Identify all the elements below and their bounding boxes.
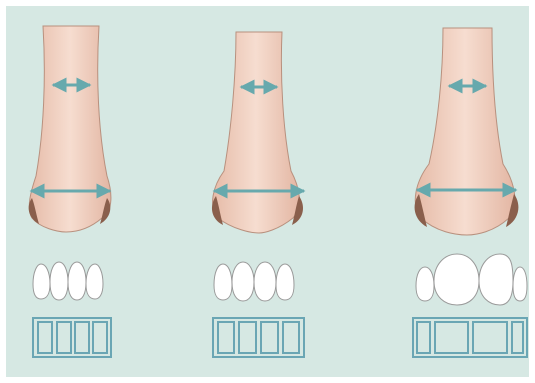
tooth-lateral-left [33,264,50,299]
diagram-panel [6,6,529,377]
tooth-central-left [50,262,68,300]
tooth-central-right [254,262,276,301]
proportion-boxes-medium [213,318,304,357]
tooth-central-right [68,262,86,300]
tooth-lateral-right [86,264,103,299]
nose-teeth-proportion-diagram [6,6,529,377]
tooth-row-narrow [33,262,103,300]
nose-medium [213,32,300,233]
tooth-lateral-right [513,267,527,301]
tooth-lateral-left [416,267,434,301]
nose-narrow [29,26,111,232]
tooth-central-left [434,254,479,305]
tooth-row-wide [416,254,527,305]
column-wide [413,28,527,357]
column-narrow [29,26,111,357]
proportion-boxes-wide [413,318,527,357]
tooth-lateral-right [276,264,294,300]
tooth-central-left [232,262,254,301]
tooth-row-medium [214,262,294,301]
proportion-boxes-narrow [33,318,111,357]
column-medium [212,32,304,357]
nose-wide [415,28,515,235]
tooth-lateral-left [214,264,232,300]
tooth-central-right [479,254,513,305]
